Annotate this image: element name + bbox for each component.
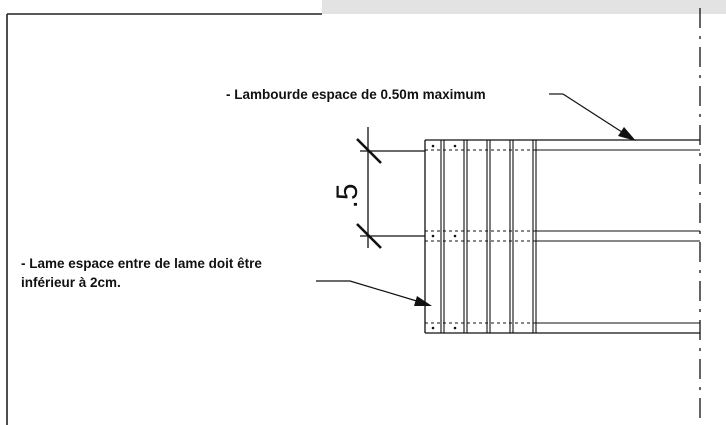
header-gray-bar: [322, 0, 726, 14]
deck-joists: [536, 149, 700, 324]
screw-dot: [431, 234, 435, 238]
board-leader: [316, 280, 421, 303]
screw-dot: [431, 144, 435, 148]
dimension-value: .5: [331, 183, 364, 208]
screw-dot: [453, 234, 457, 238]
dimension-marker: [356, 127, 425, 249]
drawing-frame: [6, 13, 322, 425]
screw-dot: [431, 326, 435, 330]
joist-leader-arrowhead: [618, 127, 636, 141]
board-leader-arrowhead: [414, 296, 432, 306]
board-spacing-note-line1: - Lame espace entre de lame doit être: [21, 256, 262, 271]
screw-dots: [431, 144, 457, 330]
joist-spacing-note: - Lambourde espace de 0.50m maximum: [226, 87, 486, 102]
screw-dot: [453, 326, 457, 330]
deck-boards: [440, 140, 537, 333]
board-spacing-note-line2: inférieur à 2cm.: [21, 275, 121, 290]
deck-outline: [424, 139, 700, 334]
joist-hidden-lines: [425, 149, 536, 324]
joist-leader: [549, 93, 626, 135]
screw-dot: [453, 144, 457, 148]
